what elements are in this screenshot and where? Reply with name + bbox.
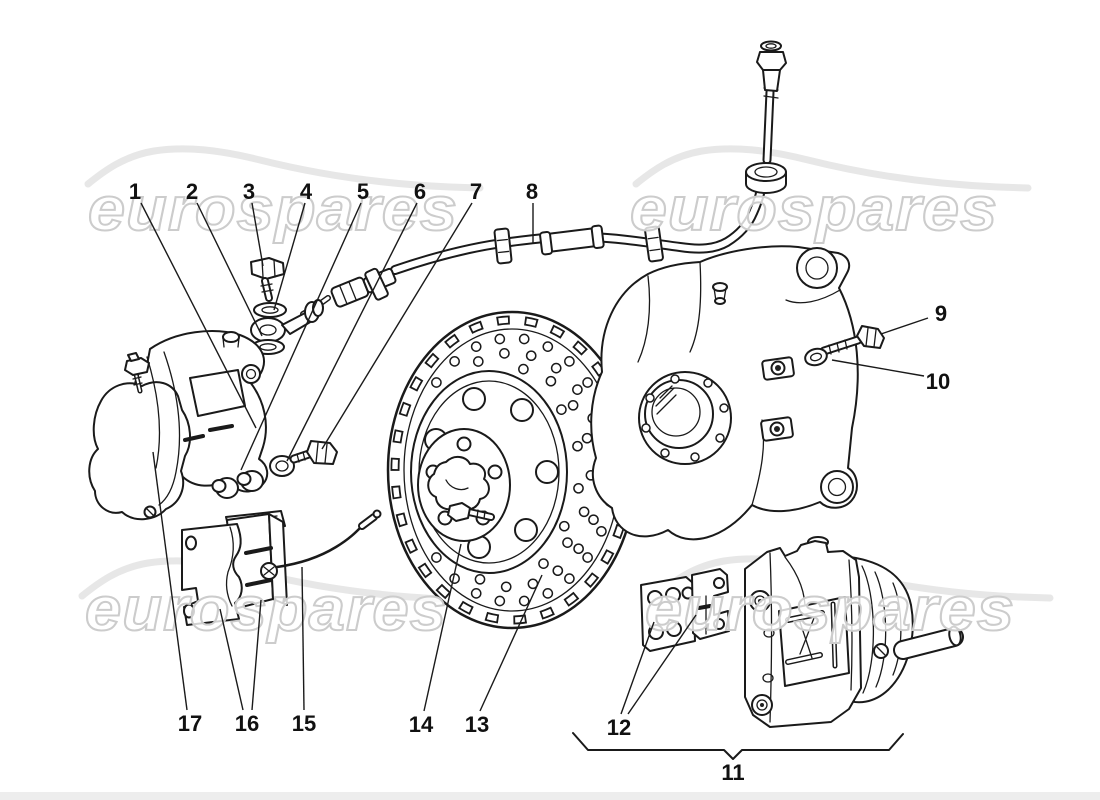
part-number-label-2: 2 xyxy=(186,179,198,204)
bottom-edge-strip xyxy=(0,792,1100,800)
car-swoosh-top-left xyxy=(84,145,484,192)
leader-line-10 xyxy=(831,359,925,377)
leader-line-17 xyxy=(152,451,188,711)
part-number-label-4: 4 xyxy=(300,179,313,204)
disc-drill-hole xyxy=(518,363,529,375)
leader-line-5 xyxy=(240,202,362,471)
disc-drill-hole xyxy=(494,333,506,345)
disc-drill-hole xyxy=(499,348,510,359)
part-number-label-17: 17 xyxy=(178,711,202,736)
hose-end-fitting xyxy=(330,267,397,308)
disc-drill-hole xyxy=(573,543,584,555)
hose-clamp-icon xyxy=(644,225,664,263)
disc-drill-hole xyxy=(564,356,575,367)
rear-caliper-drawing xyxy=(744,536,964,728)
disc-drill-hole xyxy=(470,588,482,599)
part-number-label-5: 5 xyxy=(357,179,369,204)
leader-line-12 xyxy=(627,614,697,715)
disc-drill-hole xyxy=(525,350,537,362)
hose-clamp-icon xyxy=(493,227,513,265)
line-art xyxy=(88,40,964,760)
part-number-label-14: 14 xyxy=(409,712,434,737)
brake-hose-drawing xyxy=(300,40,787,317)
bolt-and-washer-drawing xyxy=(804,325,885,367)
leader-line-13 xyxy=(479,574,543,712)
disc-drill-hole xyxy=(588,514,599,526)
disc-drill-hole xyxy=(578,506,590,518)
disc-drill-hole xyxy=(564,573,575,584)
leader-line-1 xyxy=(140,202,257,429)
disc-drill-hole xyxy=(472,356,484,367)
disc-drill-hole xyxy=(431,377,442,388)
hose-ferrule xyxy=(539,224,605,256)
part-number-label-8: 8 xyxy=(526,179,538,204)
banjo-fitting-drawing xyxy=(250,257,324,355)
disc-drill-hole xyxy=(449,356,460,367)
disc-drill-hole xyxy=(518,595,530,607)
leader-line-12 xyxy=(620,621,655,715)
watermark-top-right: eurospares xyxy=(630,175,998,244)
part-number-label-1: 1 xyxy=(129,179,141,204)
leader-line-16 xyxy=(251,599,262,711)
part-number-label-9: 9 xyxy=(935,301,947,326)
disc-drill-hole xyxy=(562,537,573,548)
disc-drill-hole xyxy=(572,440,583,452)
rear-brake-pads-drawing xyxy=(640,568,730,652)
disc-drill-hole xyxy=(470,341,482,352)
part-number-label-16: 16 xyxy=(235,711,259,736)
disc-drill-hole xyxy=(542,588,554,599)
leader-line-6 xyxy=(286,202,418,462)
part-number-label-7: 7 xyxy=(470,179,482,204)
disc-drill-hole xyxy=(596,525,607,537)
disc-drill-hole xyxy=(573,482,584,494)
front-brake-pads-drawing xyxy=(181,509,382,626)
leader-line-9 xyxy=(880,317,929,335)
disc-drill-hole xyxy=(582,552,593,563)
leader-line-14 xyxy=(423,543,462,712)
disc-drill-hole xyxy=(581,432,593,444)
disc-drill-hole xyxy=(518,333,530,345)
part-number-label-11: 11 xyxy=(721,760,744,785)
part-number-label-6: 6 xyxy=(414,179,426,204)
disc-drill-hole xyxy=(474,573,486,585)
hub-carrier-drawing xyxy=(590,245,859,541)
disc-drill-hole xyxy=(545,375,557,387)
part-number-label-13: 13 xyxy=(465,712,489,737)
disc-hat xyxy=(410,370,568,574)
disc-drill-hole xyxy=(572,384,583,395)
watermark-bottom-left: eurospares xyxy=(85,575,447,644)
leader-line-2 xyxy=(196,202,263,337)
watermark-bottom-right: eurospares xyxy=(645,575,1015,644)
part-number-label-15: 15 xyxy=(292,711,316,736)
watermark-top-left: eurospares xyxy=(88,175,458,244)
front-caliper-drawing xyxy=(88,330,338,534)
disc-drill-hole xyxy=(552,565,564,577)
disc-drill-hole xyxy=(558,520,570,532)
part-number-label-12: 12 xyxy=(607,715,631,740)
group-bracket-11 xyxy=(572,732,904,760)
car-swoosh-top-right xyxy=(632,145,1032,192)
leader-line-4 xyxy=(273,202,306,311)
part-number-label-3: 3 xyxy=(243,179,255,204)
leader-line-3 xyxy=(251,202,264,267)
disc-drill-hole xyxy=(567,399,579,411)
disc-drill-hole xyxy=(500,581,512,593)
leader-line-15 xyxy=(301,566,305,711)
disc-drill-hole xyxy=(431,552,442,563)
disc-drill-hole xyxy=(582,377,593,388)
disc-drill-hole xyxy=(542,341,554,352)
part-number-label-10: 10 xyxy=(926,369,950,394)
disc-drill-hole xyxy=(550,362,562,374)
leader-line-7 xyxy=(321,202,473,450)
hub-bolt xyxy=(447,502,495,522)
disc-drill-hole xyxy=(556,404,567,415)
disc-drill-hole xyxy=(538,558,549,569)
disc-drill-hole xyxy=(494,595,506,607)
bleed-screw xyxy=(124,352,150,394)
watermark-texts: eurospares eurospares eurospares eurospa… xyxy=(84,174,1015,645)
leader-line-16 xyxy=(219,608,244,711)
